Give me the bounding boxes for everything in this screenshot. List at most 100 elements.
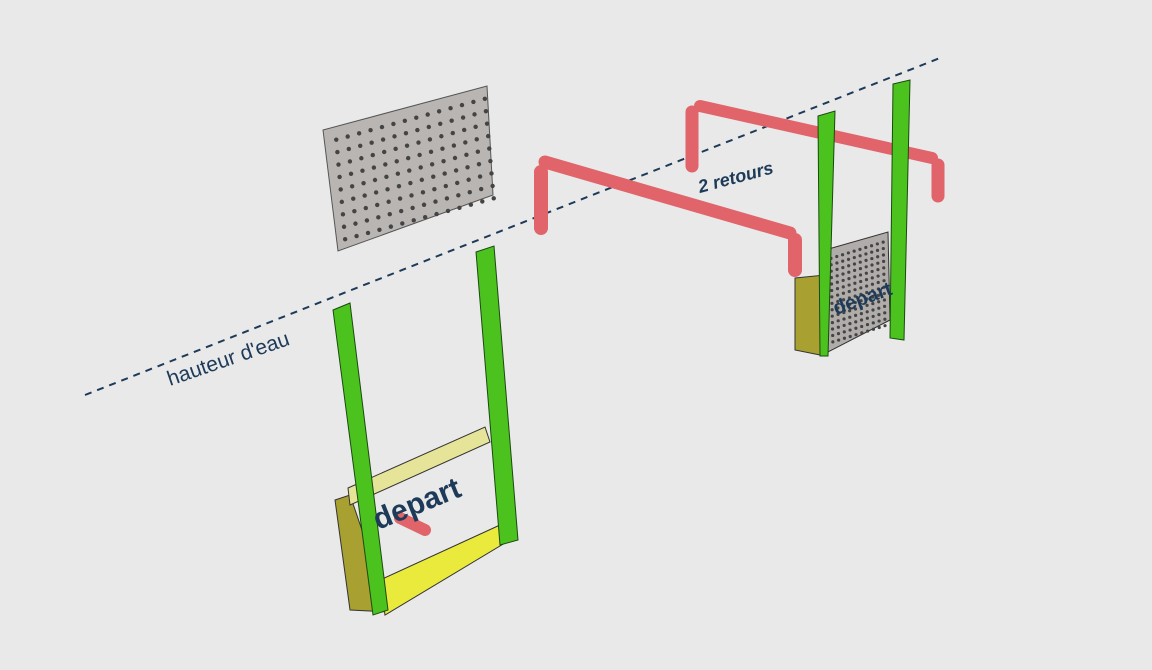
return-pipe-front — [534, 155, 802, 277]
perforation-hole — [336, 162, 341, 167]
perforation-hole — [866, 329, 870, 333]
perforation-hole — [452, 155, 458, 161]
perforation-hole — [876, 293, 881, 297]
perforation-hole — [871, 314, 875, 319]
perforation-hole — [382, 149, 387, 155]
perforation-hole — [477, 174, 483, 179]
perforation-hole — [348, 171, 354, 177]
perforation-hole — [875, 242, 879, 246]
perforation-hole — [391, 121, 396, 127]
perforation-hole — [865, 323, 870, 327]
perforation-hole — [490, 183, 495, 189]
perforation-hole — [465, 165, 470, 170]
perforation-hole — [369, 140, 374, 145]
perforation-hole — [830, 321, 835, 325]
perforation-hole — [853, 307, 858, 311]
perforation-hole — [870, 276, 874, 280]
perforation-hole — [842, 317, 846, 321]
perforation-hole — [876, 255, 880, 259]
perforation-hole — [353, 221, 358, 226]
perforation-hole — [864, 278, 869, 282]
perforation-hole — [883, 317, 887, 321]
perforation-hole — [483, 109, 489, 114]
perforation-hole — [870, 282, 875, 286]
perforation-hole — [485, 133, 491, 139]
perforation-hole — [848, 328, 852, 332]
perforation-hole — [425, 112, 430, 117]
perforation-hole — [846, 251, 850, 255]
perforation-hole — [847, 277, 851, 281]
crossbar — [347, 426, 491, 506]
perforation-hole — [877, 300, 881, 304]
perforation-hole — [459, 102, 465, 108]
perforation-hole — [877, 319, 881, 323]
perforation-hole — [882, 259, 886, 263]
perforation-hole — [853, 294, 857, 298]
perforation-hole — [882, 272, 886, 276]
perforation-hole — [440, 146, 445, 151]
perforation-hole — [415, 127, 420, 133]
perforation-hole — [870, 269, 874, 274]
perforation-hole — [393, 146, 398, 152]
perforation-hole — [836, 299, 840, 304]
perforation-hole — [383, 162, 388, 167]
perforation-hole — [836, 312, 840, 316]
returns-label: 2 retours — [695, 158, 776, 198]
perforation-hole — [881, 246, 885, 251]
perforation-hole — [877, 313, 881, 317]
perforation-hole — [436, 109, 442, 114]
perforation-hole — [400, 221, 405, 226]
perforation-hole — [864, 258, 868, 262]
perforation-hole — [338, 187, 343, 192]
perforation-hole — [462, 127, 467, 133]
perforation-hole — [836, 332, 841, 336]
perforation-hole — [396, 183, 402, 189]
water-level-line — [84, 57, 941, 396]
perforation-hole — [864, 252, 868, 256]
perforation-hole — [877, 325, 881, 330]
perforation-hole — [831, 333, 835, 338]
perforation-hole — [449, 118, 454, 123]
perforation-hole — [411, 218, 416, 223]
perforation-hole — [380, 137, 386, 142]
perforation-hole — [379, 124, 385, 130]
perforation-hole — [384, 174, 389, 180]
perforation-hole — [876, 261, 880, 265]
perforation-hole — [836, 325, 840, 329]
perforation-hole — [830, 327, 835, 331]
perforation-hole — [421, 202, 427, 207]
perforation-hole — [475, 149, 481, 154]
perforation-hole — [858, 260, 862, 264]
perforation-hole — [392, 134, 397, 139]
perforation-hole — [409, 193, 414, 198]
perforation-hole — [460, 115, 466, 120]
perforation-hole — [858, 247, 862, 251]
perforation-hole — [345, 134, 350, 139]
perforation-hole — [852, 262, 857, 266]
perforation-hole — [876, 287, 880, 291]
perforation-hole — [831, 340, 835, 344]
perforation-hole — [453, 168, 459, 173]
perforation-hole — [444, 196, 450, 201]
perforation-hole — [859, 312, 864, 316]
perforation-hole — [361, 180, 366, 186]
perforation-hole — [370, 152, 375, 158]
perforation-hole — [860, 331, 864, 335]
perforation-hole — [414, 115, 419, 120]
perforation-hole — [830, 314, 834, 318]
perforation-hole — [852, 249, 856, 253]
perforation-hole — [846, 257, 851, 261]
perforation-hole — [841, 278, 845, 283]
perforation-hole — [354, 233, 359, 239]
perforation-hole — [847, 289, 851, 294]
perforation-hole — [830, 288, 834, 293]
start-unit-left: depart — [332, 245, 519, 616]
perforation-hole — [858, 273, 863, 277]
perforation-hole — [372, 177, 378, 183]
perforation-hole — [853, 268, 857, 272]
perforation-hole — [359, 156, 364, 161]
perforated-plate — [322, 85, 496, 252]
perforation-hole — [358, 143, 363, 149]
perforation-hole — [853, 300, 857, 305]
